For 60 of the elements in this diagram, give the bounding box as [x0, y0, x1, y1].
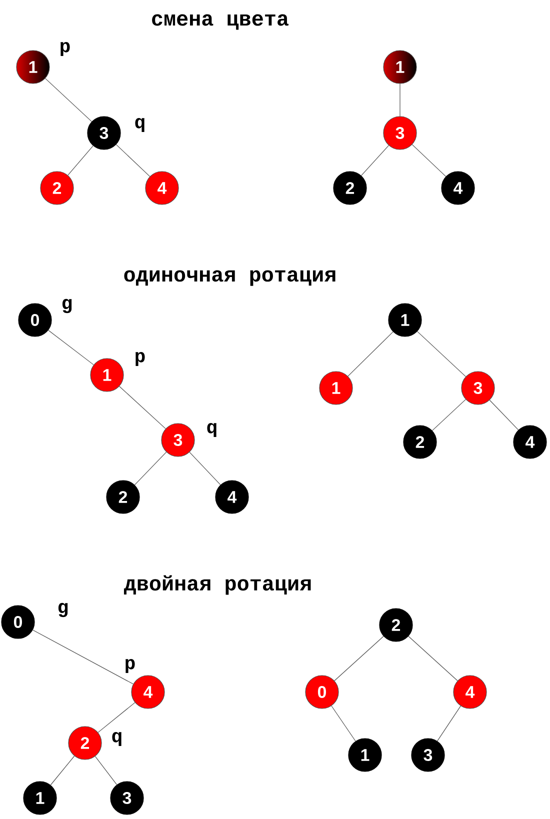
tree-node: 4	[513, 425, 547, 459]
tree-edge	[98, 702, 136, 733]
section-heading: двойная ротация	[124, 575, 311, 595]
tree-node: 4	[441, 171, 475, 205]
tree-edge	[361, 145, 389, 176]
node-label: p	[60, 42, 70, 56]
tree-edge	[437, 706, 461, 742]
tree-node: 1	[388, 303, 422, 337]
tree-edge	[331, 706, 356, 742]
tree-edge	[50, 756, 75, 786]
tree-node: 0	[1, 605, 35, 639]
tree-node: 4	[215, 480, 249, 514]
tree-edge	[432, 399, 466, 431]
tree-node: 4	[145, 171, 179, 205]
tree-node: 1	[383, 50, 417, 84]
tree-edge	[189, 452, 221, 486]
section-heading: смена цвета	[152, 14, 288, 30]
tree-node: 2	[333, 171, 367, 205]
tree-edge	[116, 144, 150, 177]
node-label: p	[136, 352, 145, 366]
tree-edge	[348, 332, 394, 376]
tree-node: 4	[131, 675, 165, 709]
tree-edge	[134, 452, 167, 486]
tree-node: 2	[403, 425, 437, 459]
tree-edge	[119, 386, 166, 429]
tree-edge	[68, 145, 94, 176]
tree-node: 3	[87, 116, 121, 150]
tree-node: 1	[23, 781, 57, 815]
tree-edge	[32, 630, 134, 684]
tree-node: 2	[379, 608, 413, 642]
tree-node: 3	[161, 423, 195, 457]
tree-node: 1	[90, 358, 124, 392]
node-label: q	[112, 732, 122, 746]
tree-node: 1	[16, 50, 50, 84]
tree-edge	[48, 330, 94, 366]
tree-node: 4	[453, 675, 487, 709]
tree-node: 2	[40, 171, 74, 205]
section-heading: одиночная ротация	[124, 270, 336, 286]
tree-node: 2	[106, 480, 140, 514]
node-label: g	[62, 298, 72, 314]
node-label: q	[135, 118, 144, 132]
tree-edge	[412, 144, 446, 177]
tree-node: 1	[319, 371, 353, 405]
tree-node: 3	[411, 738, 445, 772]
tree-edge	[417, 331, 466, 377]
tree-edge	[334, 636, 384, 682]
node-label: p	[126, 658, 135, 674]
tree-edge	[45, 78, 92, 122]
tree-edge	[408, 636, 458, 682]
tree-node: 1	[348, 738, 382, 772]
tree-edge	[489, 400, 519, 430]
tree-node: 3	[383, 116, 417, 150]
tree-node: 3	[461, 371, 495, 405]
node-label: q	[207, 422, 216, 438]
node-label: g	[58, 602, 68, 618]
tree-node: 0	[18, 303, 52, 337]
tree-node: 0	[305, 675, 339, 709]
tree-node: 2	[68, 726, 102, 760]
tree-edge	[94, 756, 118, 785]
tree-node: 3	[110, 781, 144, 815]
